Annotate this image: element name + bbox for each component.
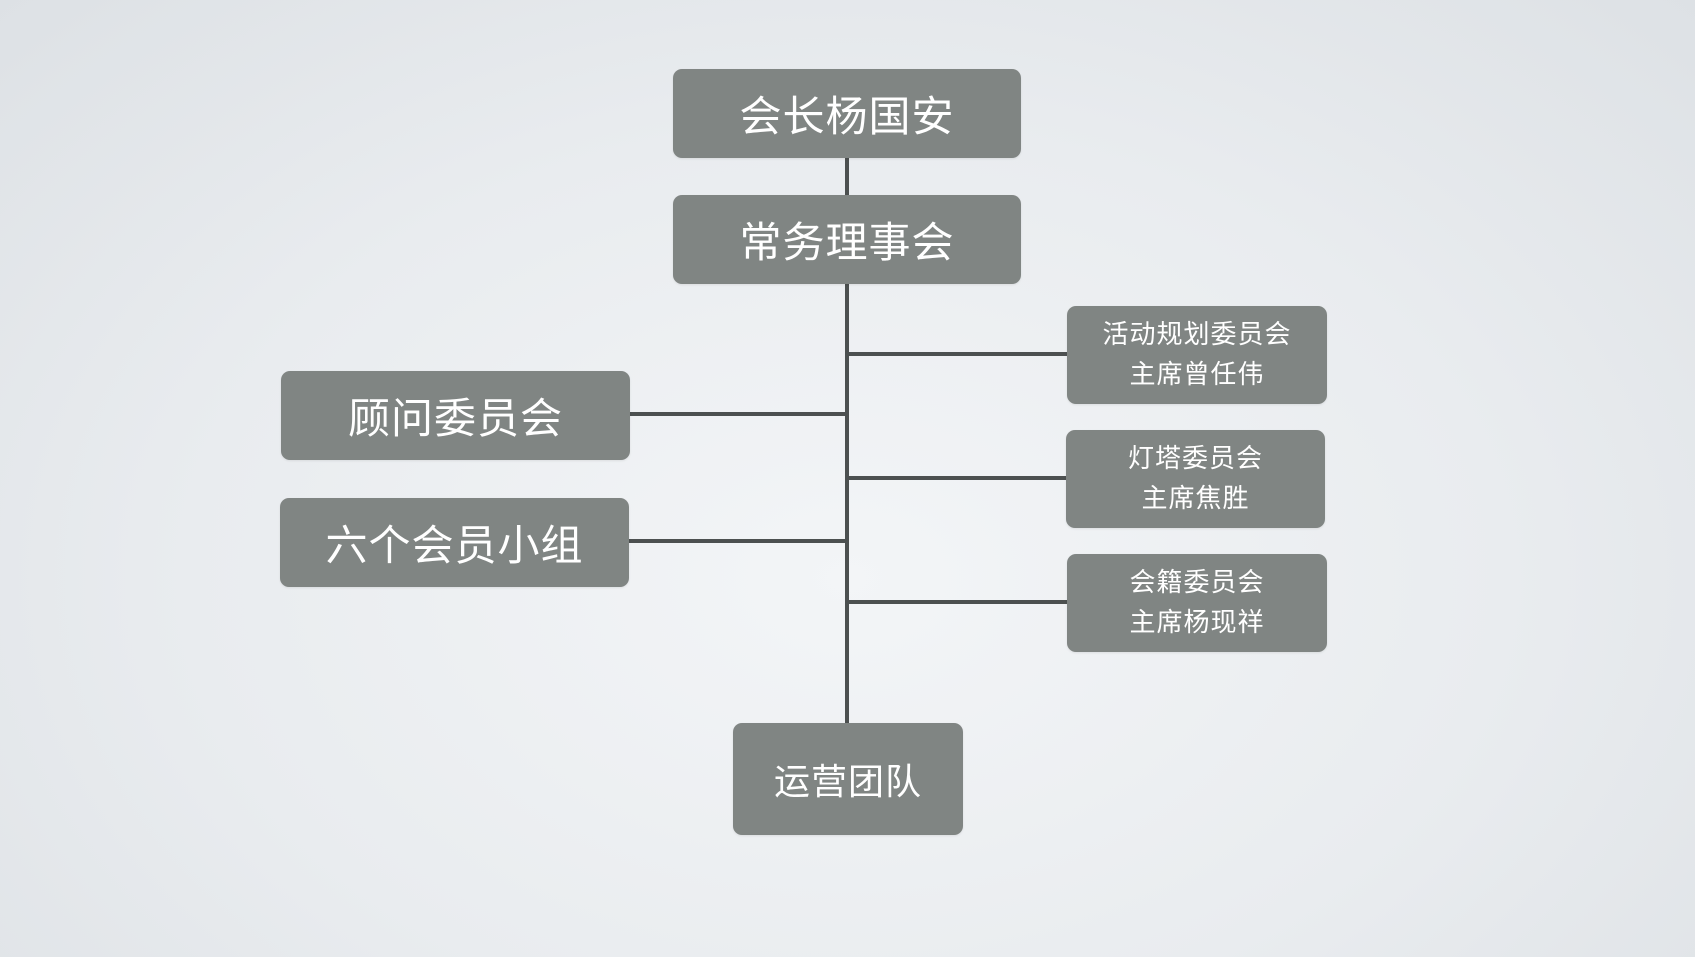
node-label-line-2: 主席焦胜 — [1141, 484, 1250, 514]
node-president: 会长杨国安 — [673, 69, 1021, 158]
connector-main-trunk — [845, 282, 849, 725]
node-lighthouse-committee: 灯塔委员会 主席焦胜 — [1066, 430, 1325, 528]
connector-to-membership-committee — [847, 600, 1068, 604]
node-label: 六个会员小组 — [325, 521, 584, 570]
node-label-line-2: 主席曾任伟 — [1129, 360, 1265, 390]
node-label-line-1: 会籍委员会 — [1129, 568, 1265, 598]
node-operations-team: 运营团队 — [733, 723, 963, 835]
node-label: 运营团队 — [773, 762, 922, 803]
node-standing-council: 常务理事会 — [673, 195, 1021, 284]
node-activity-planning-committee: 活动规划委员会 主席曾任伟 — [1067, 306, 1327, 404]
node-label: 常务理事会 — [739, 218, 955, 267]
node-member-groups: 六个会员小组 — [280, 498, 629, 587]
connector-to-activity-planning-committee — [847, 352, 1068, 356]
connector-president-to-council — [845, 156, 849, 196]
node-label-line-2: 主席杨现祥 — [1129, 608, 1265, 638]
connector-to-lighthouse-committee — [847, 476, 1067, 480]
node-membership-committee: 会籍委员会 主席杨现祥 — [1067, 554, 1327, 652]
connector-to-advisory-committee — [629, 412, 847, 416]
slide-bottom-edge — [0, 957, 1695, 964]
node-label-line-1: 灯塔委员会 — [1127, 444, 1263, 474]
node-label: 顾问委员会 — [347, 394, 563, 443]
node-advisory-committee: 顾问委员会 — [281, 371, 630, 460]
node-label: 会长杨国安 — [739, 92, 955, 141]
connector-to-member-groups — [628, 539, 847, 543]
node-label-line-1: 活动规划委员会 — [1102, 320, 1292, 350]
